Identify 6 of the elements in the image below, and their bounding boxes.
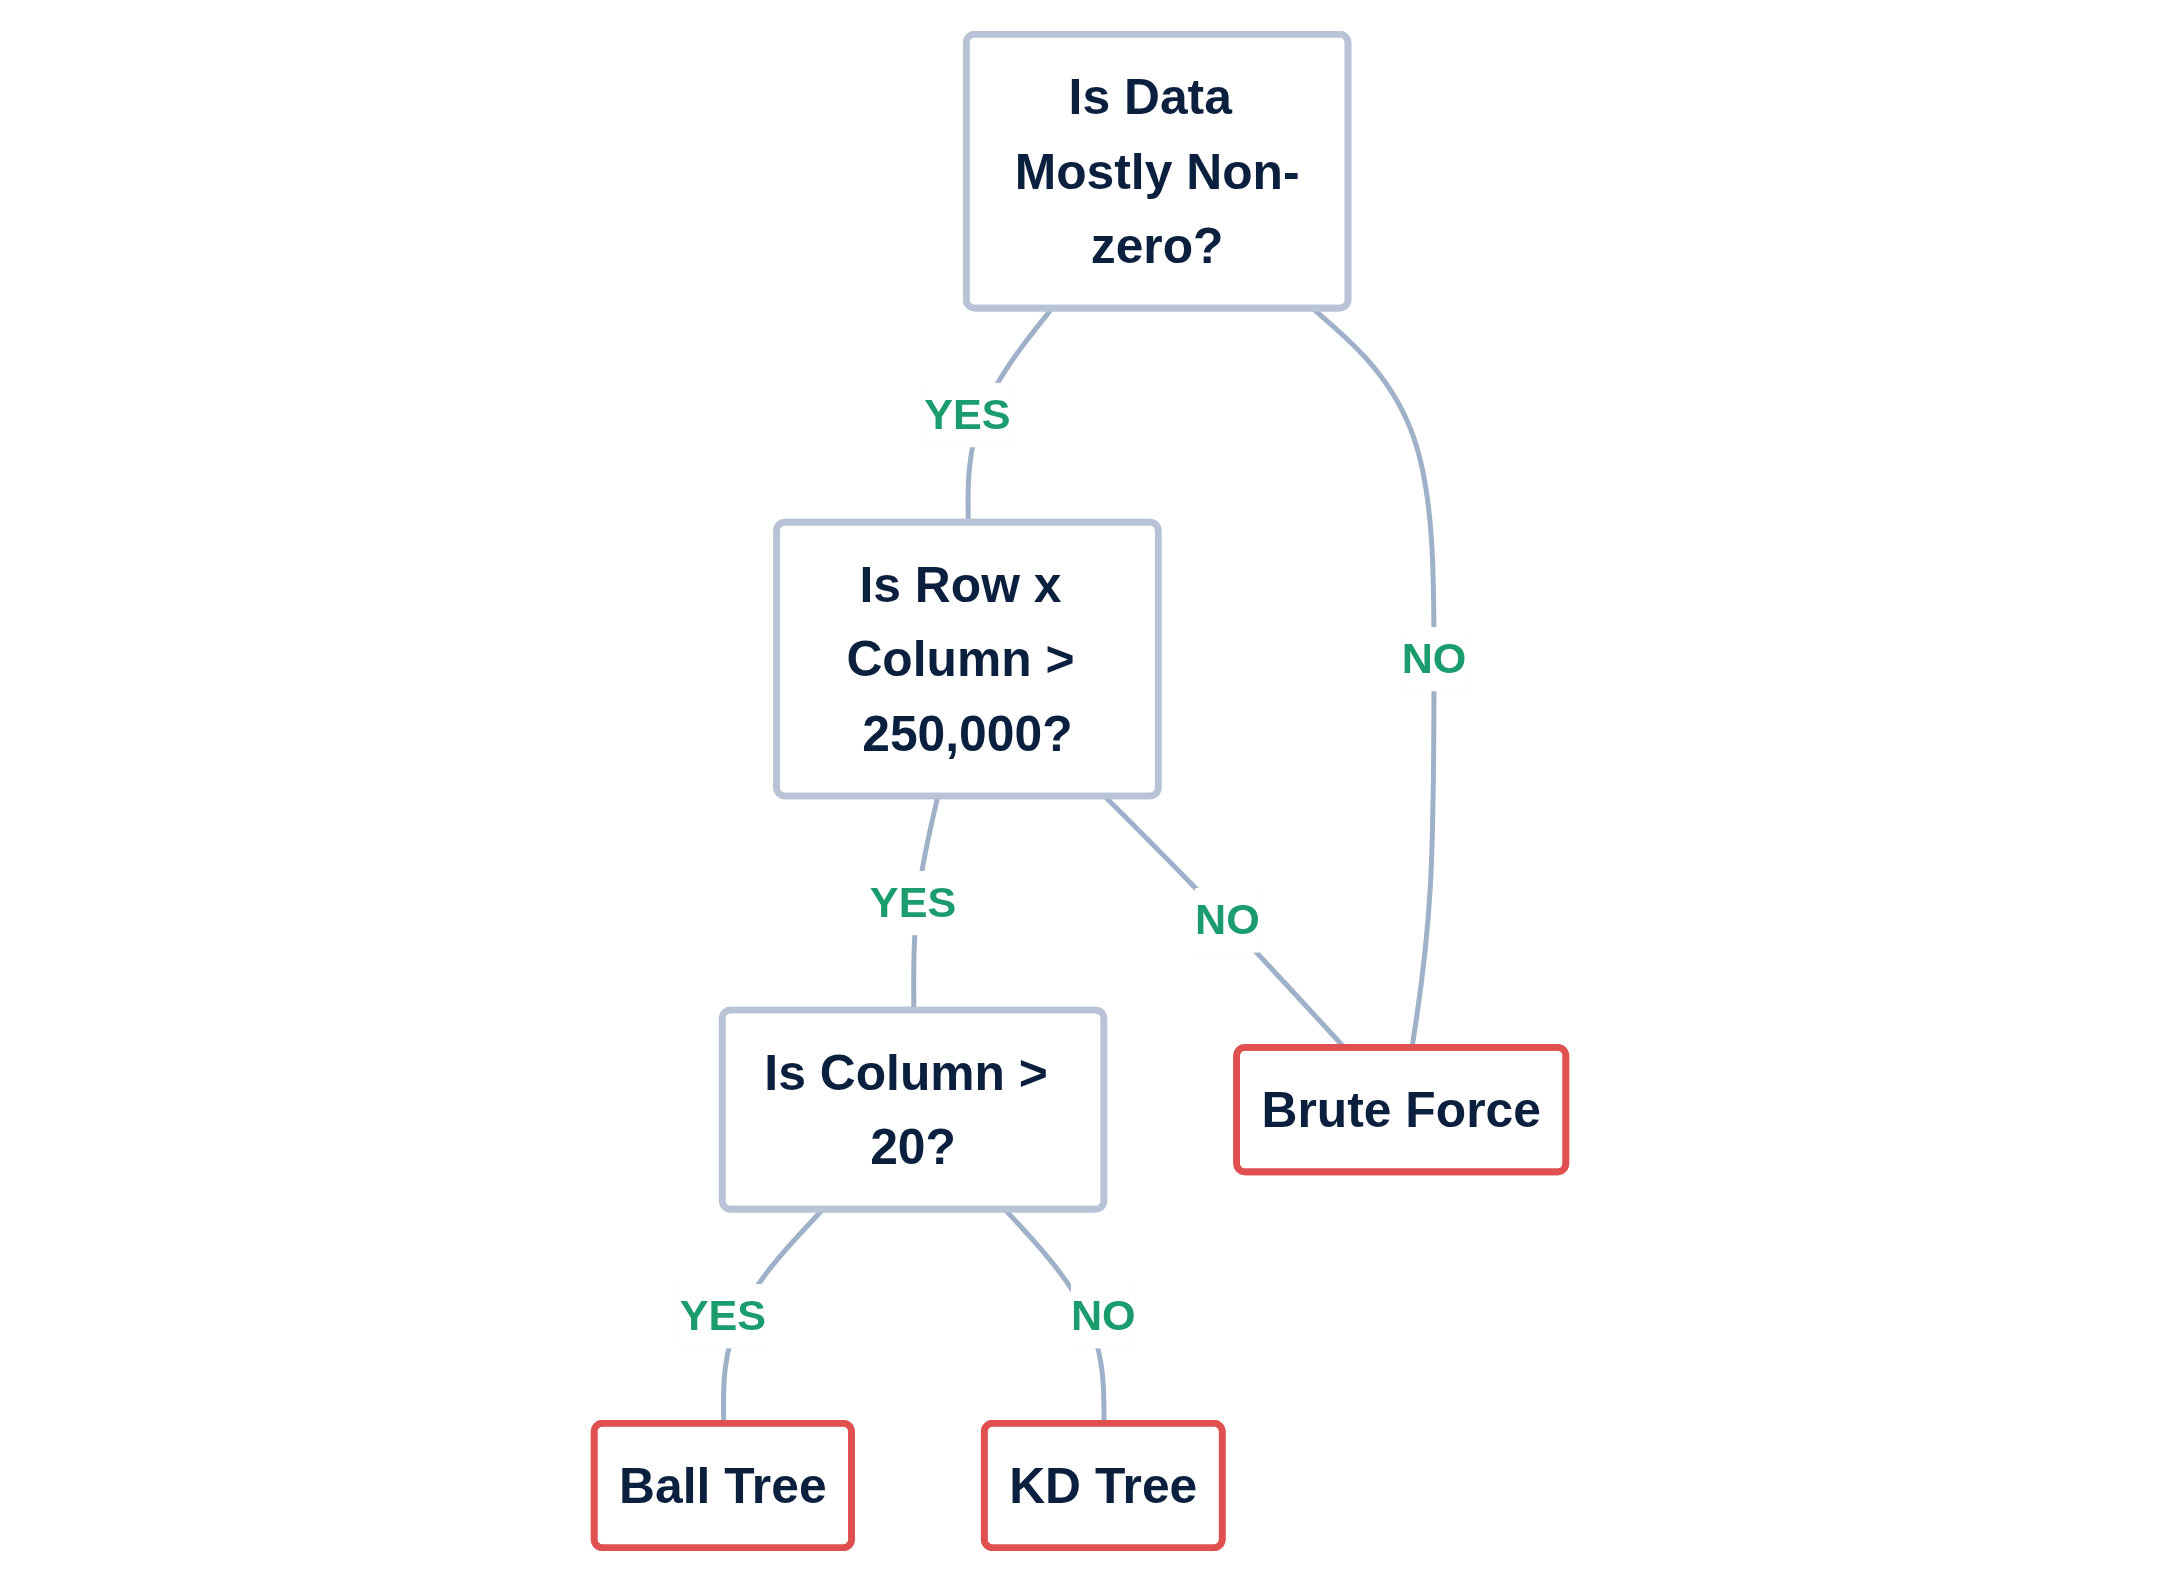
edge-label: NO — [1070, 1290, 1136, 1341]
edge-label: NO — [1401, 633, 1467, 684]
edge-label: YES — [679, 1290, 767, 1341]
edge-label: YES — [924, 389, 1011, 440]
edge-label: NO — [1195, 894, 1260, 945]
edge-label: YES — [869, 877, 957, 928]
